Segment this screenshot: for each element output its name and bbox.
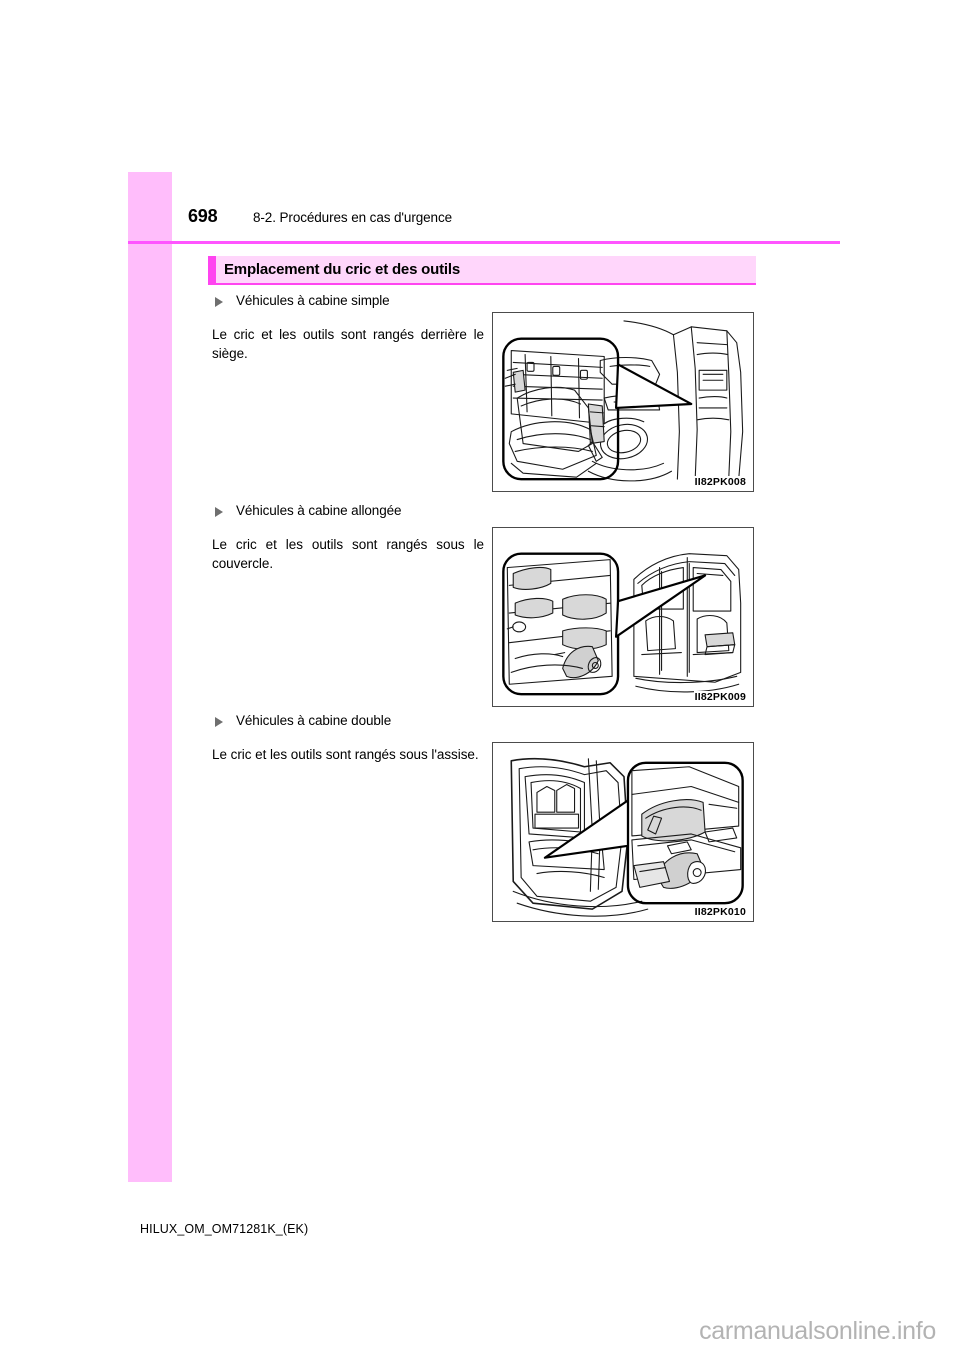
footer-document-code: HILUX_OM_OM71281K_(EK) — [140, 1222, 309, 1236]
body-text-cabine-simple: Le cric et les outils sont rangés derriè… — [212, 327, 484, 361]
section-heading-bar: Emplacement du cric et des outils — [208, 256, 756, 285]
section-side-tab — [128, 172, 172, 1182]
figure-cabine-double: II82PK010 — [492, 742, 754, 922]
watermark-label: carmanualsonline.info — [699, 1317, 936, 1345]
subheading-label: Véhicules à cabine simple — [236, 293, 390, 308]
header-divider — [128, 241, 840, 244]
subheading-cabine-double: Véhicules à cabine double — [212, 712, 484, 730]
illustration-single-cab — [502, 320, 744, 482]
figure-cabine-simple: II82PK008 — [492, 312, 754, 492]
content-block-cabine-double: Véhicules à cabine double Le cric et les… — [212, 712, 484, 764]
section-heading-label: Emplacement du cric et des outils — [224, 261, 460, 278]
figure-caption: II82PK009 — [693, 691, 747, 703]
page-header: 698 8-2. Procédures en cas d'urgence — [128, 206, 840, 240]
content-block-cabine-allongee: Véhicules à cabine allongée Le cric et l… — [212, 502, 484, 573]
illustration-double-cab — [510, 758, 744, 917]
subheading-label: Véhicules à cabine double — [236, 713, 392, 728]
figure-cabine-allongee: II82PK009 — [492, 527, 754, 707]
triangle-bullet-icon — [215, 507, 223, 517]
subheading-cabine-simple: Véhicules à cabine simple — [212, 292, 484, 310]
body-text-cabine-allongee: Le cric et les outils sont rangés sous l… — [212, 537, 484, 571]
content-block-cabine-simple: Véhicules à cabine simple Le cric et les… — [212, 292, 484, 363]
triangle-bullet-icon — [215, 717, 223, 727]
subheading-cabine-allongee: Véhicules à cabine allongée — [212, 502, 484, 520]
figure-caption: II82PK010 — [693, 906, 747, 918]
figure-caption: II82PK008 — [693, 476, 747, 488]
page-title: 8-2. Procédures en cas d'urgence — [253, 210, 452, 225]
triangle-bullet-icon — [215, 297, 223, 307]
body-text-cabine-double: Le cric et les outils sont rangés sous l… — [212, 747, 479, 762]
section-marker-icon — [208, 256, 216, 283]
illustration-extended-cab — [502, 552, 742, 696]
page-number: 698 — [188, 206, 218, 226]
subheading-label: Véhicules à cabine allongée — [236, 503, 402, 518]
